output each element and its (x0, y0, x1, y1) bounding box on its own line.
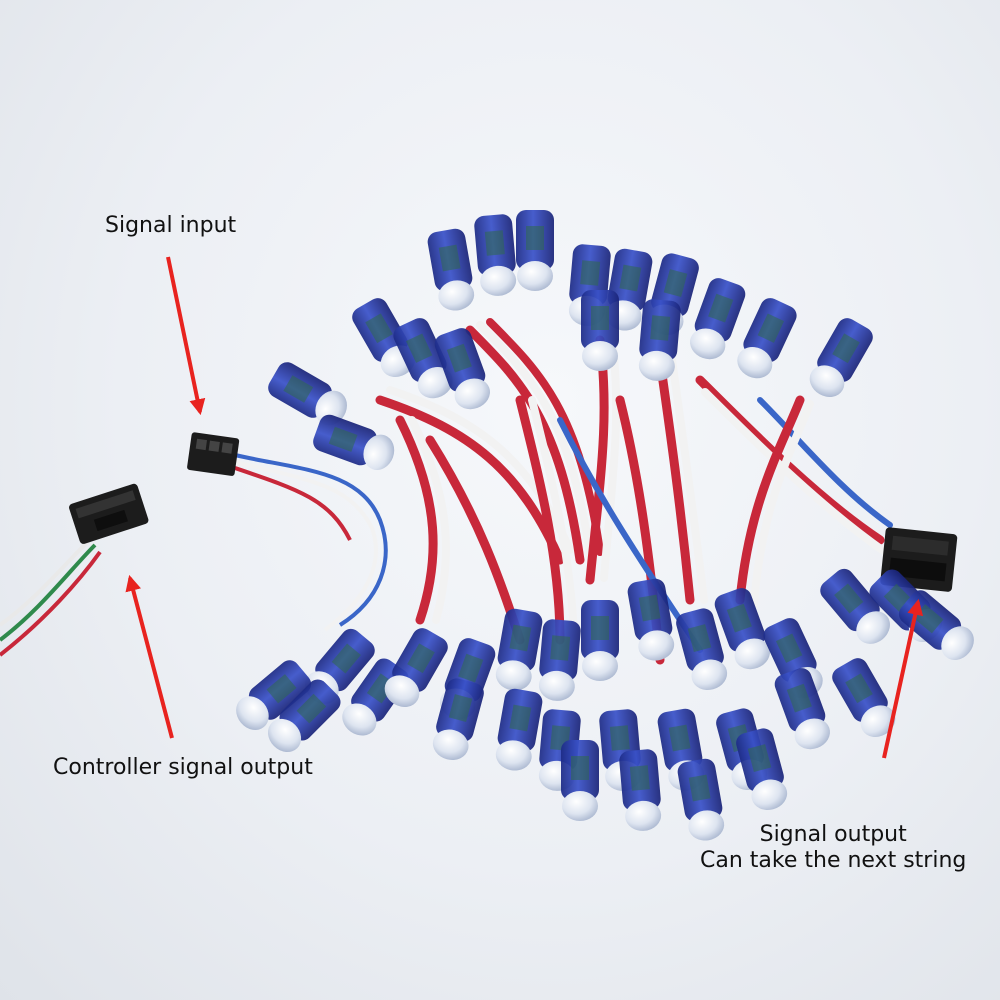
signal-output-line2: Can take the next string (700, 848, 967, 873)
led-pixel-icon (268, 362, 347, 426)
controller-cable (0, 538, 102, 657)
input-connector (187, 432, 240, 476)
led-pixel-icon (832, 658, 896, 737)
led-pixel-icon (561, 740, 599, 821)
red-arrow-icon (125, 574, 174, 739)
annotation-arrows (125, 256, 924, 759)
led-pixel-icon (434, 328, 490, 410)
controller-connector (69, 483, 149, 544)
led-pixel-icon (538, 619, 581, 701)
led-pixel-icon (736, 728, 788, 810)
led-pixel-icon (581, 600, 619, 681)
led-pixel-icon (737, 298, 797, 379)
led-pixel-icon (714, 588, 770, 670)
led-pixel-icon (676, 608, 728, 690)
signal-output-label: Signal output Can take the next string (700, 822, 966, 874)
red-arrow-icon (166, 256, 206, 416)
red-arrow-icon (882, 598, 924, 759)
led-pixel-icon (495, 688, 543, 771)
led-pixel-icon (474, 214, 517, 296)
led-pixel-group (236, 210, 974, 841)
led-pixel-icon (690, 278, 746, 360)
led-pixel-icon (384, 628, 448, 707)
input-cable (234, 453, 388, 632)
led-pixel-icon (427, 228, 475, 311)
led-pixel-icon (619, 749, 662, 831)
led-pixel-icon (820, 568, 890, 644)
led-pixel-icon (393, 318, 453, 399)
led-pixel-icon (495, 608, 543, 691)
signal-input-label: Signal input (105, 213, 237, 238)
led-pixel-icon (236, 660, 312, 730)
led-pixel-icon (313, 414, 395, 470)
signal-output-line1: Signal output (759, 822, 907, 847)
led-pixel-icon (774, 668, 830, 750)
led-pixel-icon (516, 210, 554, 291)
controller-signal-output-label: Controller signal output (53, 755, 313, 780)
wire-bundle (375, 318, 893, 665)
led-pixel-icon (267, 679, 341, 753)
led-pixel-icon (677, 758, 725, 841)
led-pixel-icon (809, 318, 873, 397)
led-pixel-icon (627, 578, 675, 661)
led-pixel-icon (432, 678, 484, 760)
led-pixel-icon (581, 290, 619, 371)
led-pixel-icon (638, 299, 681, 381)
